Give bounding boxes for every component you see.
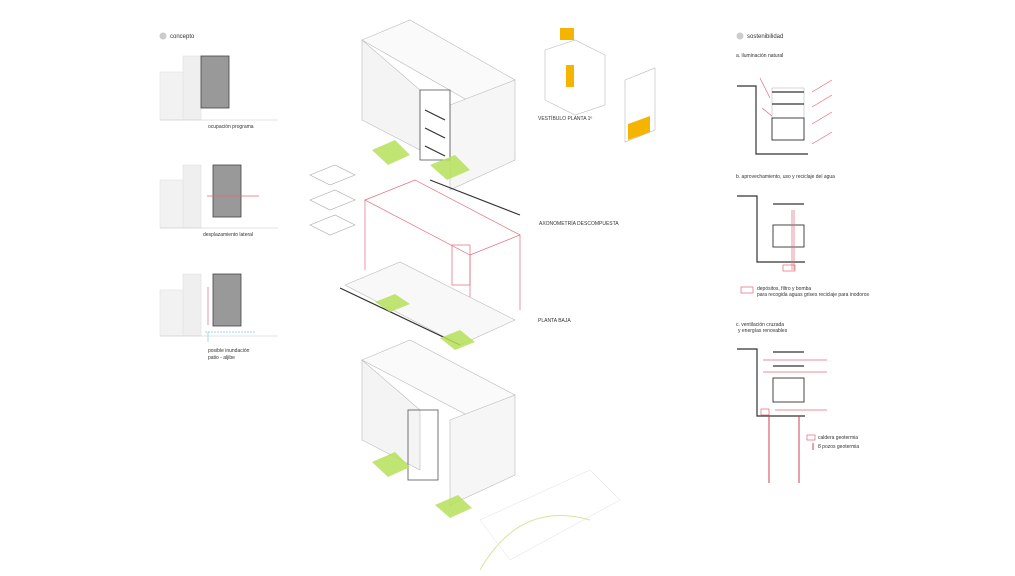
axo-planta-baja	[339, 261, 516, 350]
legend-deposito: depósitos, filtro y bomba	[757, 286, 811, 292]
label-planta-baja: PLANTA BAJA	[538, 318, 571, 324]
axo-stairs	[309, 164, 356, 236]
concepto-section: concepto ocupación programa desplazamien…	[159, 32, 278, 361]
deposito-legend-icon	[740, 286, 754, 294]
legend-pozos: 8 pozos geotermia	[818, 444, 859, 450]
caldera-legend-icon	[806, 434, 816, 441]
label-iluminacion: a. iluminación natural	[736, 53, 783, 59]
diagram-ocupacion: ocupación programa	[159, 55, 278, 130]
section-bullet-icon	[159, 32, 167, 40]
section-bullet-icon	[736, 32, 744, 40]
diagram-ventilacion: caldera geotermia 8 pozos geotermia	[737, 348, 859, 483]
diagram-iluminacion	[737, 77, 833, 155]
axo-vestibulo-details	[544, 28, 656, 143]
diagram-inundacion: posible inundación patio - aljibe	[159, 273, 278, 361]
concepto-title: concepto	[170, 34, 195, 40]
sostenibilidad-title: sostenibilidad	[747, 34, 783, 40]
label-agua: b. aprovechamiento, uso y reciclaje del …	[736, 174, 835, 180]
axo-complete-building	[361, 339, 621, 571]
label-axonometria: AXONOMETRÍA DESCOMPUESTA	[539, 220, 619, 227]
diagram-desplazamiento: desplazamiento lateral	[159, 164, 278, 238]
caption-inundacion: posible inundación	[208, 348, 250, 354]
legend-caldera: caldera geotermia	[818, 435, 858, 441]
caption-ocupacion: ocupación programa	[208, 124, 254, 130]
sostenibilidad-section: sostenibilidad a. iluminación natural b.…	[736, 32, 870, 483]
label-vestibulo: VESTÍBULO PLANTA 1º	[538, 115, 592, 122]
axo-upper-floor	[361, 19, 521, 216]
legend-aguas-grises: para recogida aguas grises reciclaje par…	[757, 292, 870, 298]
label-ventilacion-1: c. ventilación cruzada	[736, 322, 784, 328]
diagram-agua: depósitos, filtro y bomba para recogida …	[737, 195, 870, 298]
axonometria-section: VESTÍBULO PLANTA 1º AXONOMETRÍA DESCOMPU…	[309, 19, 656, 571]
caption-desplazamiento: desplazamiento lateral	[203, 232, 253, 238]
label-ventilacion-2: y energías renovables	[738, 328, 788, 334]
caption-patio: patio - aljibe	[208, 355, 235, 361]
